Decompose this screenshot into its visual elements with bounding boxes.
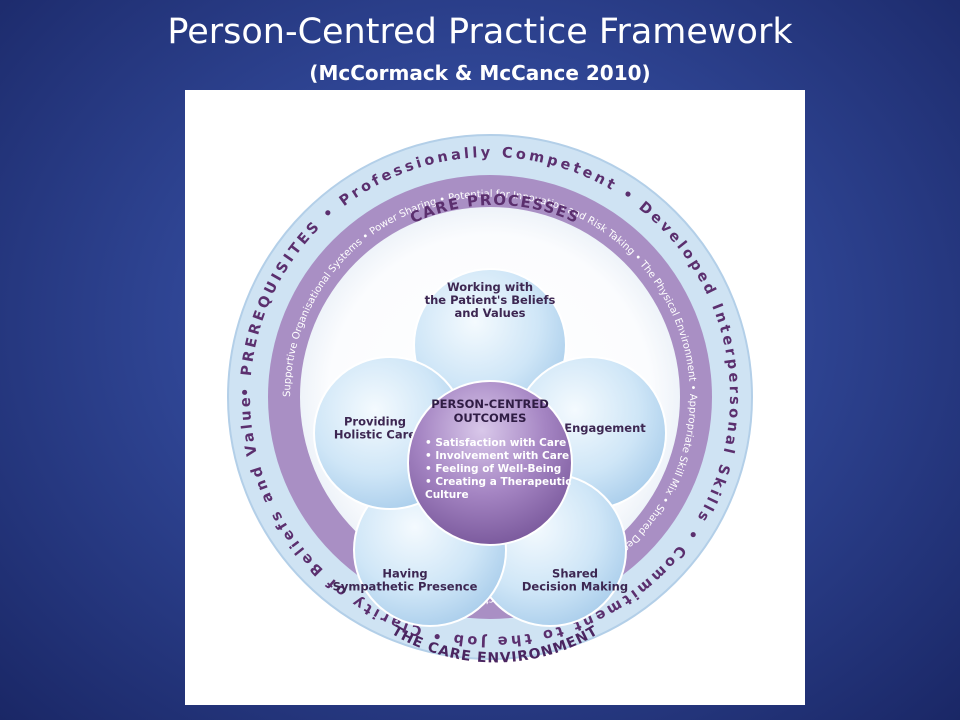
center-outcome-item: • Involvement with Care xyxy=(425,450,569,462)
petal-label: Sympathetic Presence xyxy=(333,580,478,594)
petal-label: Engagement xyxy=(564,421,646,435)
center-title: OUTCOMES xyxy=(454,411,527,425)
petal-label: Shared xyxy=(552,567,598,581)
framework-panel: • PREREQUISITES • Professionally Compete… xyxy=(185,90,805,705)
petal-label: Having xyxy=(382,567,427,581)
framework-diagram: • PREREQUISITES • Professionally Compete… xyxy=(185,90,753,666)
center-outcome-item: Culture xyxy=(425,489,469,501)
petal-label: Working with xyxy=(447,280,533,294)
center-outcome-item: • Creating a Therapeutic xyxy=(425,476,571,488)
petal-label: Decision Making xyxy=(522,580,628,594)
center-title: PERSON-CENTRED xyxy=(431,397,549,411)
slide-title: Person-Centred Practice Framework xyxy=(167,12,793,52)
petal-label: the Patient's Beliefs xyxy=(425,293,556,307)
petal-label: Providing xyxy=(344,415,406,429)
slide-subtitle: (McCormack & McCance 2010) xyxy=(309,61,651,85)
petal-label: and Values xyxy=(455,306,526,320)
center-circle xyxy=(407,380,573,546)
petal-label: Holistic Care xyxy=(334,428,416,442)
center-outcome-item: • Satisfaction with Care xyxy=(425,437,566,449)
center-outcome-item: • Feeling of Well-Being xyxy=(425,463,561,475)
